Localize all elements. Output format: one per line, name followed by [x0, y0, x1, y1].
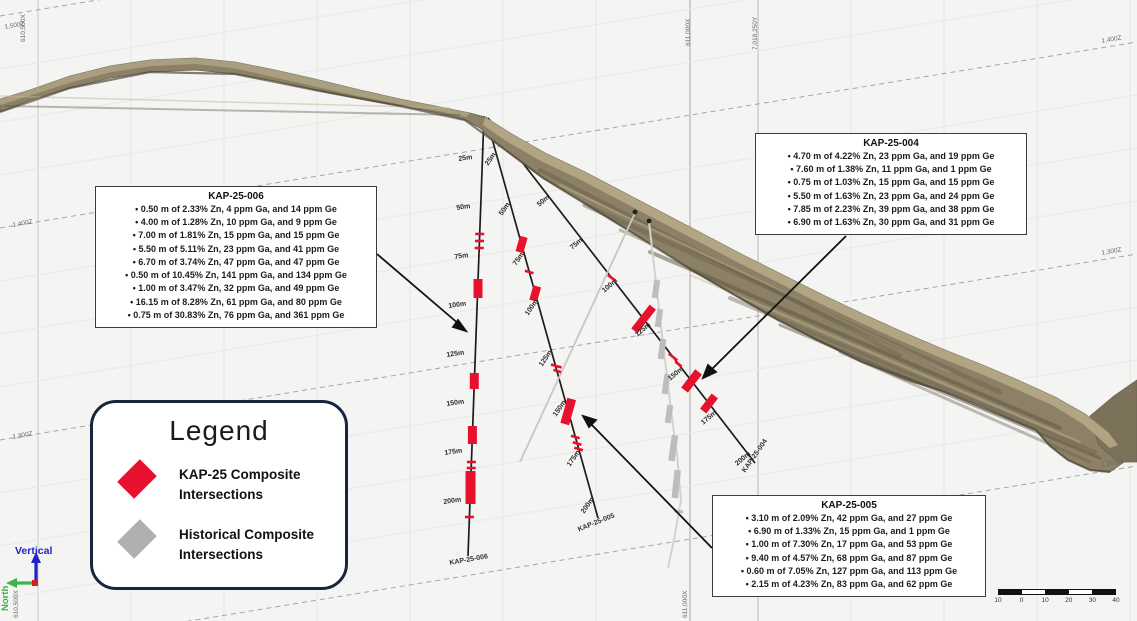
grid-label: 7,018,250Y — [752, 16, 759, 50]
intersection-entry: 6.90 m of 1.63% Zn, 30 ppm Ga, and 31 pp… — [763, 216, 1019, 229]
historical-composite-intersections — [651, 279, 684, 514]
intersection-entry: 5.50 m of 1.63% Zn, 23 ppm Ga, and 24 pp… — [763, 190, 1019, 203]
drill-trace-historical-1[interactable] — [519, 212, 636, 463]
historical-collar-dot — [632, 209, 638, 215]
callout-title: KAP-25-006 — [208, 191, 264, 202]
legend-item-label: KAP-25 Composite Intersections — [179, 467, 301, 503]
legend-title: Legend — [169, 415, 269, 446]
drill-trace-historical-2[interactable] — [648, 221, 684, 569]
scalebar-ticks: 10 0 10 20 30 40 — [994, 595, 1120, 605]
callout-kap-25-006[interactable]: KAP-25-006 0.50 m of 2.33% Zn, 4 ppm Ga,… — [95, 186, 377, 328]
callout-title: KAP-25-005 — [821, 500, 877, 511]
intersection-entry: 0.50 m of 10.45% Zn, 141 ppm Ga, and 134… — [103, 269, 369, 282]
callout-kap-25-004[interactable]: KAP-25-004 4.70 m of 4.22% Zn, 23 ppm Ga… — [755, 133, 1027, 236]
intersection-entry: 16.15 m of 8.28% Zn, 61 ppm Ga, and 80 p… — [103, 296, 369, 309]
intersection-entry: 2.15 m of 4.23% Zn, 83 ppm Ga, and 62 pp… — [720, 578, 978, 591]
callout-title: KAP-25-004 — [863, 138, 919, 149]
intersection-entry: 6.90 m of 1.33% Zn, 15 ppm Ga, and 1 ppm… — [720, 525, 978, 538]
intersection-entry: 0.75 m of 1.03% Zn, 15 ppm Ga, and 15 pp… — [763, 176, 1019, 189]
intersection-entry: 5.50 m of 5.11% Zn, 23 ppm Ga, and 41 pp… — [103, 243, 369, 256]
intersection-entry: 7.85 m of 2.23% Zn, 39 ppm Ga, and 38 pp… — [763, 203, 1019, 216]
scale-bar: 10 0 10 20 30 40 — [994, 589, 1120, 605]
axis-indicator — [6, 552, 41, 588]
drill-trace-kap25-005[interactable] — [485, 116, 599, 519]
intersection-entry: 0.60 m of 7.05% Zn, 127 ppm Ga, and 113 … — [720, 565, 978, 578]
north-axis-arrow-icon — [6, 578, 17, 588]
intersection-entry: 1.00 m of 7.30% Zn, 17 ppm Ga, and 53 pp… — [720, 538, 978, 551]
scalebar-tick: 0 — [1019, 597, 1024, 604]
kap25-composite-swatch-icon — [117, 459, 157, 499]
grid-label: 611,000X — [685, 18, 692, 46]
terrain-surface — [0, 57, 1137, 474]
vertical-axis-label: Vertical — [15, 545, 53, 557]
intersection-entry: 4.00 m of 1.28% Zn, 10 ppm Ga, and 9 ppm… — [103, 216, 369, 229]
scalebar-tick: 30 — [1088, 597, 1097, 604]
north-axis-label: North — [0, 585, 11, 611]
vertical-axis-arrow-icon — [31, 552, 41, 563]
scalebar-tick: 20 — [1065, 597, 1073, 604]
legend-item-label: Historical Composite Intersections — [179, 527, 315, 563]
legend-item-historical: Historical Composite Intersections — [117, 519, 337, 566]
callout-arrows — [376, 235, 847, 549]
scalebar-tick: 40 — [1112, 597, 1120, 604]
grid-label: 611,000X — [682, 590, 689, 618]
historical-composite-swatch-icon — [117, 519, 157, 559]
intersection-entry: 3.10 m of 2.09% Zn, 42 ppm Ga, and 27 pp… — [720, 512, 978, 525]
intersection-entry: 1.00 m of 3.47% Zn, 32 ppm Ga, and 49 pp… — [103, 282, 369, 295]
intersection-entry: 7.00 m of 1.81% Zn, 15 ppm Ga, and 15 pp… — [103, 229, 369, 242]
intersection-entry: 7.60 m of 1.38% Zn, 11 ppm Ga, and 1 ppm… — [763, 163, 1019, 176]
scale-bar-segments — [998, 589, 1116, 595]
intersection-entry: 0.50 m of 2.33% Zn, 4 ppm Ga, and 14 ppm… — [103, 203, 369, 216]
scalebar-tick: 10 — [1041, 597, 1049, 604]
legend-item-kap25: KAP-25 Composite Intersections — [117, 459, 337, 506]
callout-kap-25-005[interactable]: KAP-25-005 3.10 m of 2.09% Zn, 42 ppm Ga… — [712, 495, 986, 598]
intersection-entry: 0.75 m of 30.83% Zn, 76 ppm Ga, and 361 … — [103, 309, 369, 322]
historical-collar-dot — [646, 218, 652, 224]
scalebar-tick: 10 — [994, 597, 1002, 604]
grid-label: 610,500X — [13, 590, 20, 618]
intersection-entry: 6.70 m of 3.74% Zn, 47 ppm Ga, and 47 pp… — [103, 256, 369, 269]
kap25-composite-intersections — [464, 232, 718, 519]
intersection-entry: 4.70 m of 4.22% Zn, 23 ppm Ga, and 19 pp… — [763, 150, 1019, 163]
legend-panel: Legend KAP-25 Composite Intersections Hi… — [90, 400, 348, 590]
intersection-entry: 9.40 m of 4.57% Zn, 68 ppm Ga, and 87 pp… — [720, 552, 978, 565]
axis-origin-icon — [32, 580, 38, 586]
